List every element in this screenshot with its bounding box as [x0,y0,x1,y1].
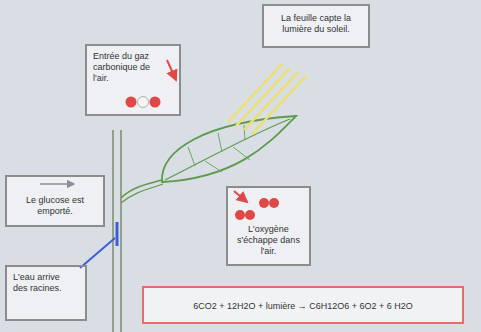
label-box: L'oxygène s'échappe dans l'air. [226,186,311,266]
box-text: L'eau arrive des racines. [13,272,71,294]
box-text: La feuille capte la lumière du soleil. [266,13,366,35]
co2-arrow [167,60,176,80]
box-fill [5,265,87,321]
label-box: L'eau arrive des racines. [5,265,87,321]
water-line [80,238,115,268]
label-box: Le glucose est emporté. [5,175,105,227]
equation-text: 6CO2 + 12H2O + lumière → C6H12O6 + 6O2 +… [146,301,460,312]
sun-ray [252,76,306,134]
sun-ray [228,64,282,122]
stem-line [120,130,122,332]
leaf-vein [188,125,250,172]
sun-ray [236,68,290,126]
equation-box: 6CO2 + 12H2O + lumière → C6H12O6 + 6O2 +… [142,286,464,324]
oxygen-atom [259,198,269,208]
oxygen-atom [126,97,137,108]
oxygen-atom [269,198,279,208]
petiole [121,180,162,198]
label-box: Entrée du gaz carbonique de l'air. [85,44,181,116]
oxygen-arrow [234,191,247,202]
glucose-arrow [40,183,74,184]
label-box: La feuille capte la lumière du soleil. [262,4,370,48]
box-fill [262,4,370,48]
carbon-atom [138,97,149,108]
box-fill [85,44,181,116]
leaf-midrib [165,119,290,180]
sun-rays [228,64,306,134]
oxygen-atom [150,97,161,108]
sun-ray [244,72,298,130]
box-fill [142,286,464,324]
box-text: Le glucose est emporté. [20,195,90,217]
oxygen-atom [245,210,255,220]
petiole [121,184,163,203]
box-fill [226,186,311,266]
box-fill [5,175,105,227]
oxygen-atom [235,210,245,220]
leaf-outline [162,116,296,182]
box-fills [5,4,464,324]
stem-line [112,130,114,332]
box-text: Entrée du gaz carbonique de l'air. [93,51,157,84]
box-text: L'oxygène s'échappe dans l'air. [233,224,305,257]
water-in-stem [116,222,119,246]
